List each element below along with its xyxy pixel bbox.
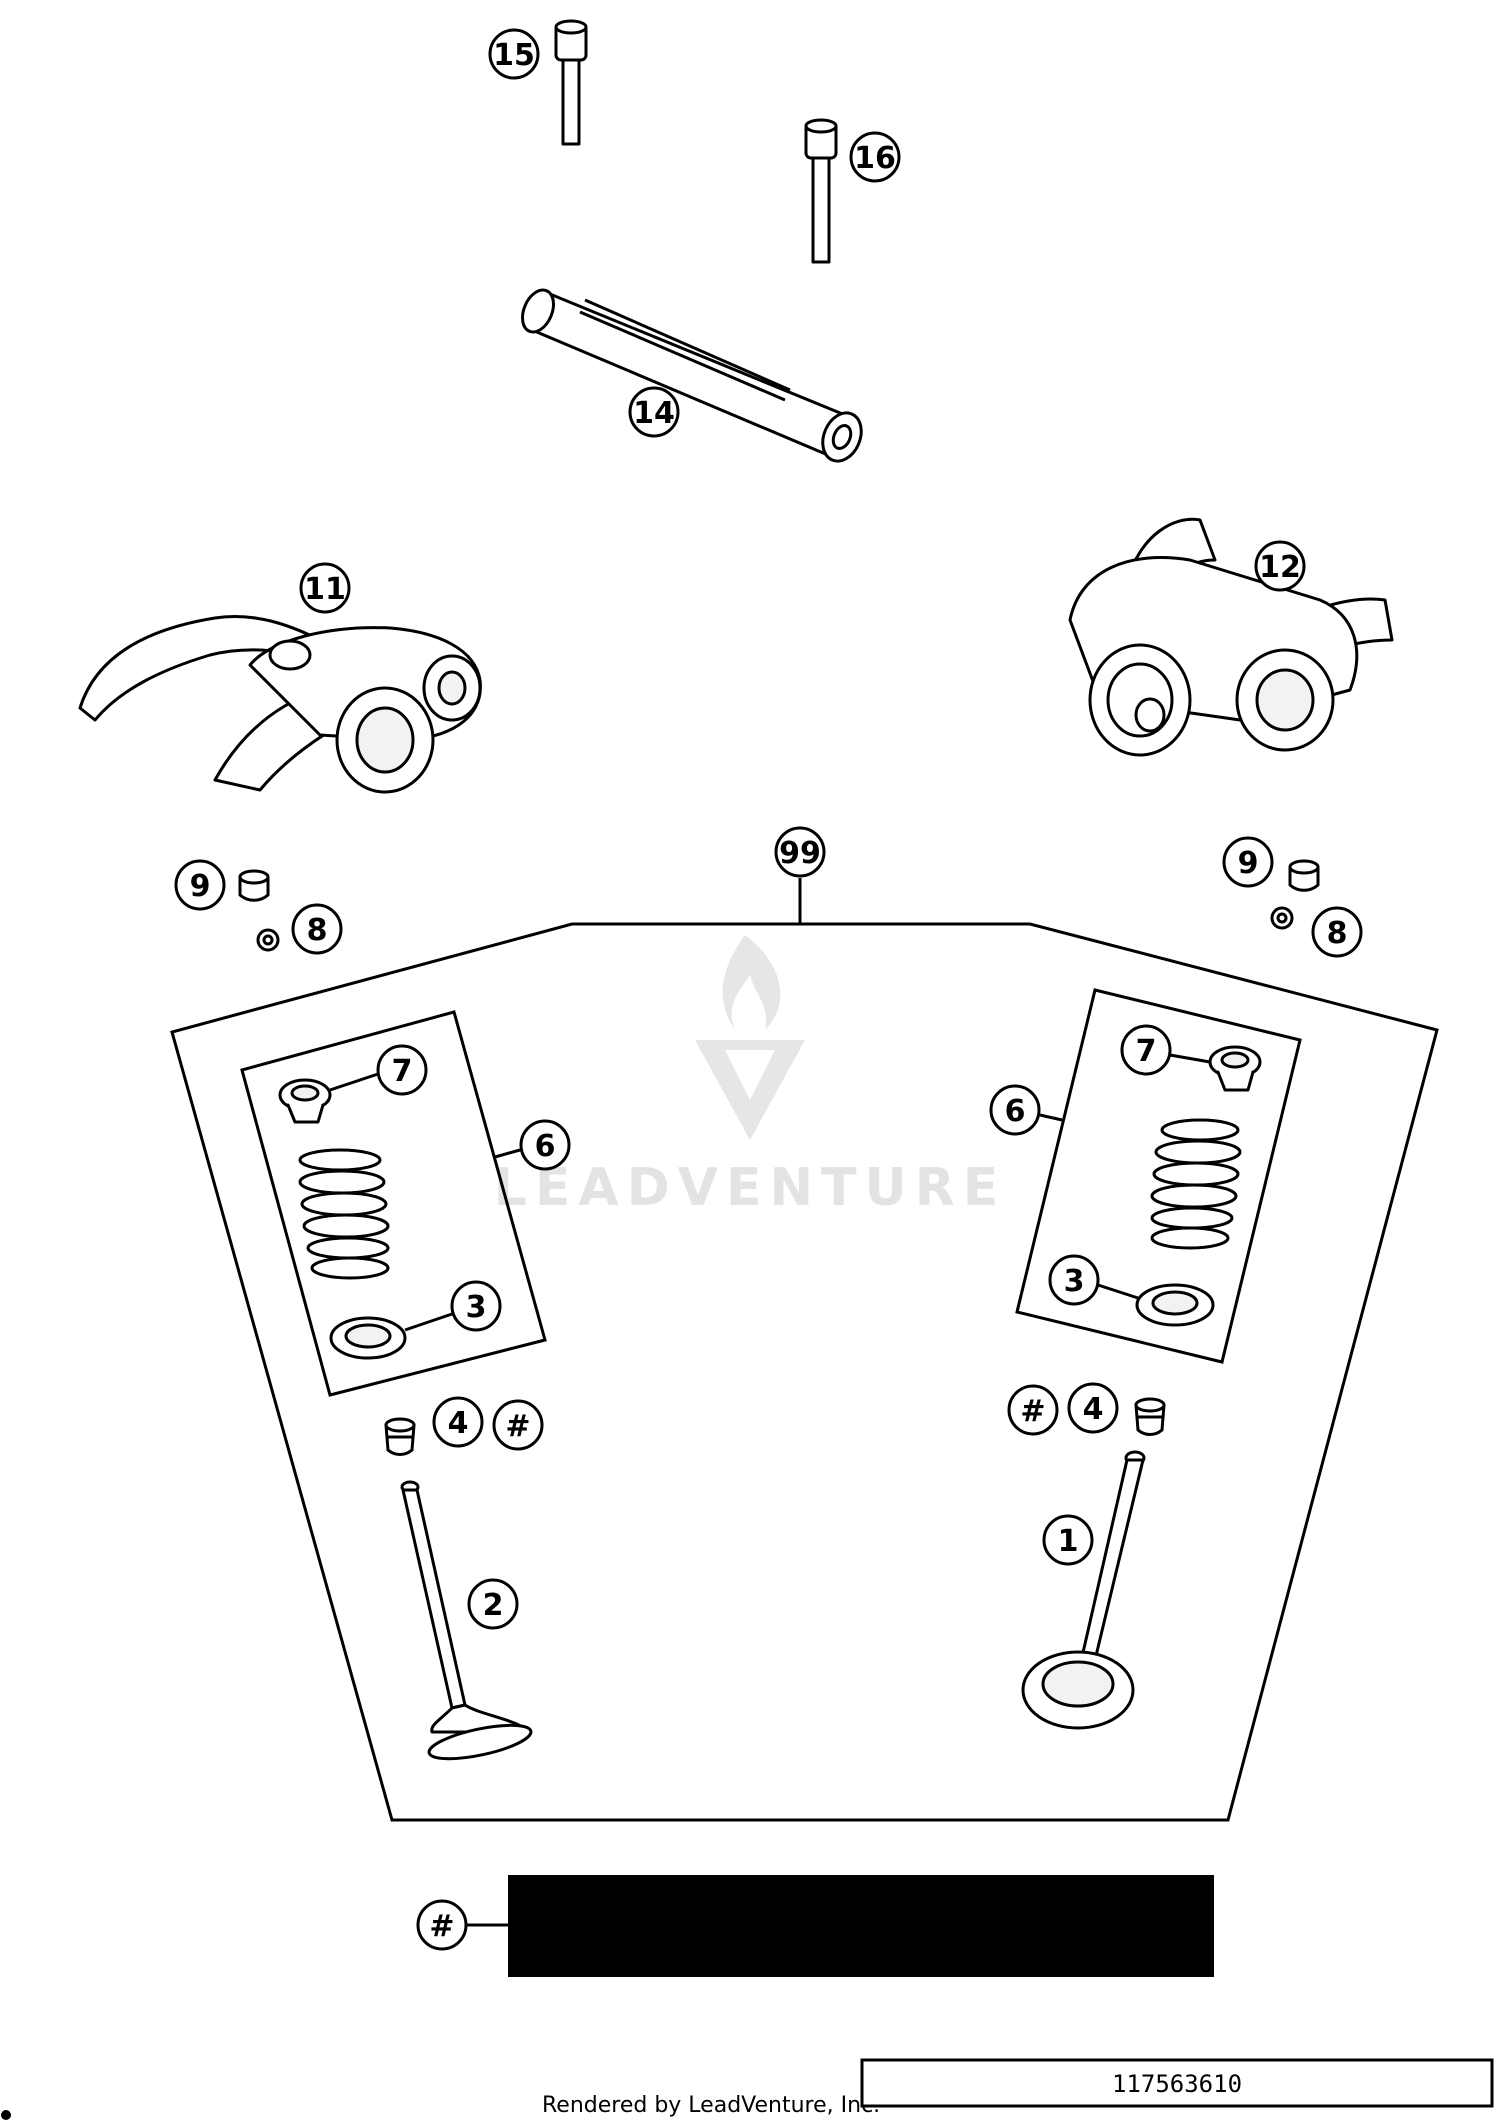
callout-4-left[interactable]: 4 — [432, 1396, 484, 1448]
callout-6-left[interactable]: 6 — [519, 1119, 571, 1171]
callout-hash-legend[interactable]: # — [416, 1899, 508, 1951]
valve-spring-right[interactable] — [1150, 1118, 1242, 1250]
valve-shim-9-right[interactable] — [1288, 859, 1320, 892]
svg-text:7: 7 — [1136, 1034, 1157, 1069]
callout-3-right[interactable]: 3 — [1048, 1254, 1100, 1306]
callout-4-right[interactable]: 4 — [1067, 1382, 1119, 1434]
kit-99-outline — [170, 878, 1439, 1822]
rocker-arm-11[interactable] — [78, 615, 482, 794]
render-credit: Rendered by LeadVenture, Inc. — [542, 2093, 880, 2118]
valve-1[interactable] — [1021, 1450, 1146, 1730]
diagram-number-box: 117563610 — [860, 2058, 1494, 2108]
valve-cotter-8-right[interactable] — [1270, 906, 1294, 930]
rocker-arm-12[interactable] — [1068, 517, 1394, 757]
svg-text:2: 2 — [483, 1588, 504, 1623]
callout-12[interactable]: 12 — [1254, 540, 1306, 592]
callout-2[interactable]: 2 — [467, 1578, 519, 1630]
valve-shim-9-left[interactable] — [238, 869, 270, 902]
svg-text:99: 99 — [779, 836, 821, 871]
rocker-shaft-14[interactable] — [517, 285, 869, 467]
valve-retainer-7-left[interactable] — [278, 1072, 379, 1124]
svg-text:1: 1 — [1058, 1524, 1079, 1559]
callout-1[interactable]: 1 — [1042, 1514, 1094, 1566]
spring-kit-6-right — [1015, 988, 1302, 1364]
svg-text:8: 8 — [1327, 916, 1348, 951]
callout-7-left[interactable]: 7 — [376, 1044, 428, 1096]
diagram-number: 117563610 — [1112, 2070, 1242, 2098]
watermark-flame-icon — [722, 935, 781, 1030]
watermark: LEADVENTURE — [494, 935, 1007, 1218]
svg-text:#: # — [1020, 1394, 1045, 1429]
svg-text:14: 14 — [633, 396, 675, 431]
callout-16[interactable]: 16 — [849, 131, 901, 183]
watermark-text: LEADVENTURE — [494, 1158, 1007, 1218]
legend-redacted-bar — [508, 1875, 1214, 1977]
svg-text:#: # — [429, 1909, 454, 1944]
svg-text:9: 9 — [190, 869, 211, 904]
callout-8-right[interactable]: 8 — [1311, 906, 1363, 958]
callout-11[interactable]: 11 — [299, 562, 351, 614]
valve-cotter-8-left[interactable] — [256, 928, 280, 952]
svg-text:3: 3 — [466, 1290, 487, 1325]
svg-text:12: 12 — [1259, 550, 1301, 585]
svg-text:4: 4 — [448, 1406, 469, 1441]
svg-text:4: 4 — [1083, 1392, 1104, 1427]
callout-99[interactable]: 99 — [774, 826, 826, 878]
callout-15[interactable]: 15 — [488, 28, 540, 80]
callout-9-right[interactable]: 9 — [1222, 836, 1274, 888]
svg-text:6: 6 — [535, 1129, 556, 1164]
svg-text:8: 8 — [307, 913, 328, 948]
callout-8-left[interactable]: 8 — [291, 903, 343, 955]
valve-retainer-7-right[interactable] — [1169, 1045, 1262, 1092]
bolt-15[interactable] — [554, 19, 588, 146]
spring-seat-3-left[interactable] — [329, 1312, 453, 1360]
svg-text:7: 7 — [392, 1054, 413, 1089]
watermark-v-logo-icon — [695, 1040, 805, 1140]
valve-spring-left[interactable] — [298, 1148, 390, 1280]
bolt-16[interactable] — [804, 118, 838, 264]
valve-seal-4-right[interactable] — [1134, 1397, 1166, 1436]
spring-kit-6-left — [240, 1010, 547, 1397]
svg-text:11: 11 — [304, 572, 346, 607]
callout-3-left[interactable]: 3 — [450, 1280, 502, 1332]
callout-9-left[interactable]: 9 — [174, 859, 226, 911]
callout-14[interactable]: 14 — [628, 386, 680, 438]
svg-text:15: 15 — [493, 38, 535, 73]
svg-text:16: 16 — [854, 141, 896, 176]
svg-text:6: 6 — [1005, 1094, 1026, 1129]
callout-hash-right[interactable]: # — [1007, 1384, 1059, 1436]
valve-2[interactable] — [400, 1480, 534, 1766]
callout-7-right[interactable]: 7 — [1120, 1024, 1172, 1076]
callout-6-right[interactable]: 6 — [989, 1084, 1041, 1136]
callout-hash-left[interactable]: # — [492, 1399, 544, 1451]
svg-text:#: # — [505, 1409, 530, 1444]
svg-text:9: 9 — [1238, 846, 1259, 881]
svg-text:3: 3 — [1064, 1264, 1085, 1299]
corner-dot — [1, 2110, 11, 2120]
spring-seat-3-right[interactable] — [1097, 1283, 1215, 1327]
valve-seal-4-left[interactable] — [384, 1417, 416, 1456]
